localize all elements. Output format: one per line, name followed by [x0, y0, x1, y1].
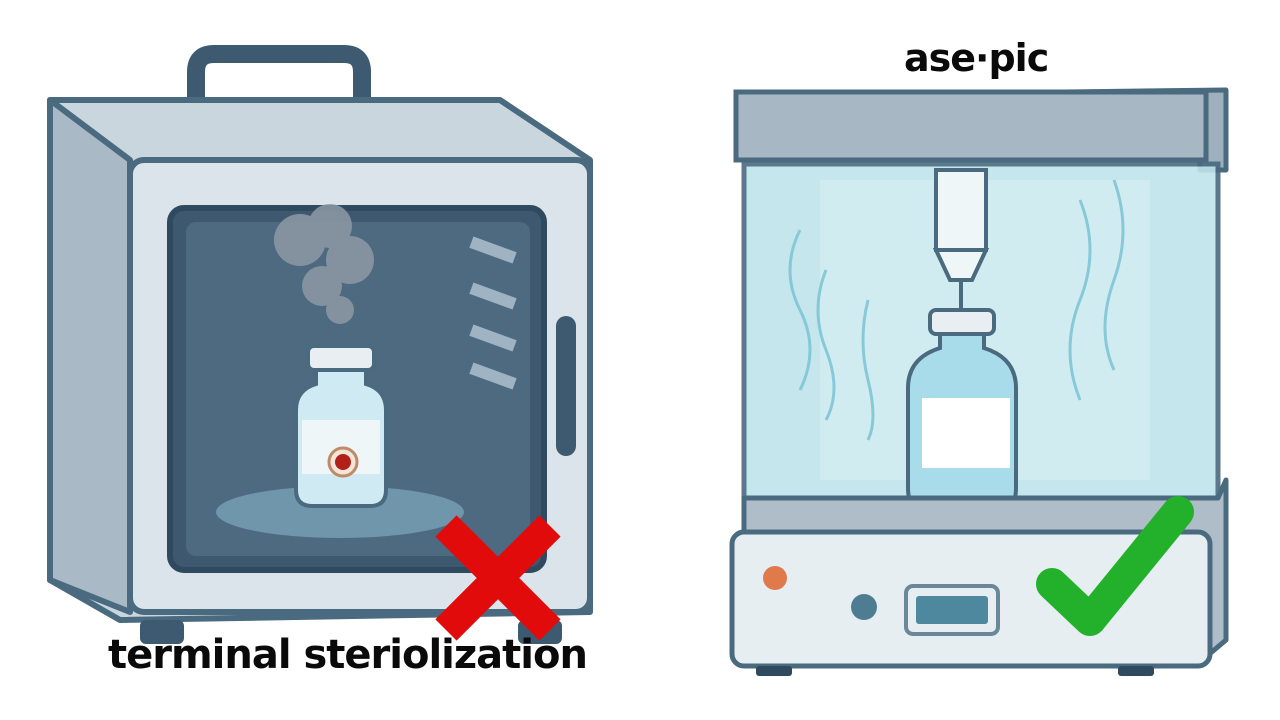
handle-icon	[187, 45, 371, 121]
filling-nozzle-icon	[934, 168, 988, 252]
autoclave-oven	[47, 45, 593, 644]
status-led-blue	[851, 594, 877, 620]
airflow-icon	[788, 179, 1125, 441]
cross-mark-icon	[435, 515, 561, 641]
terminal-sterilization-label: terminal steriolization	[108, 632, 588, 678]
door-handle	[556, 316, 576, 456]
status-led-orange	[763, 566, 787, 590]
steam-icon	[274, 204, 374, 324]
aseptic-isolator	[729, 87, 1229, 676]
aseptic-label: ase·pic	[904, 36, 1049, 80]
check-mark-icon	[1036, 496, 1194, 636]
vial-icon	[294, 344, 388, 508]
